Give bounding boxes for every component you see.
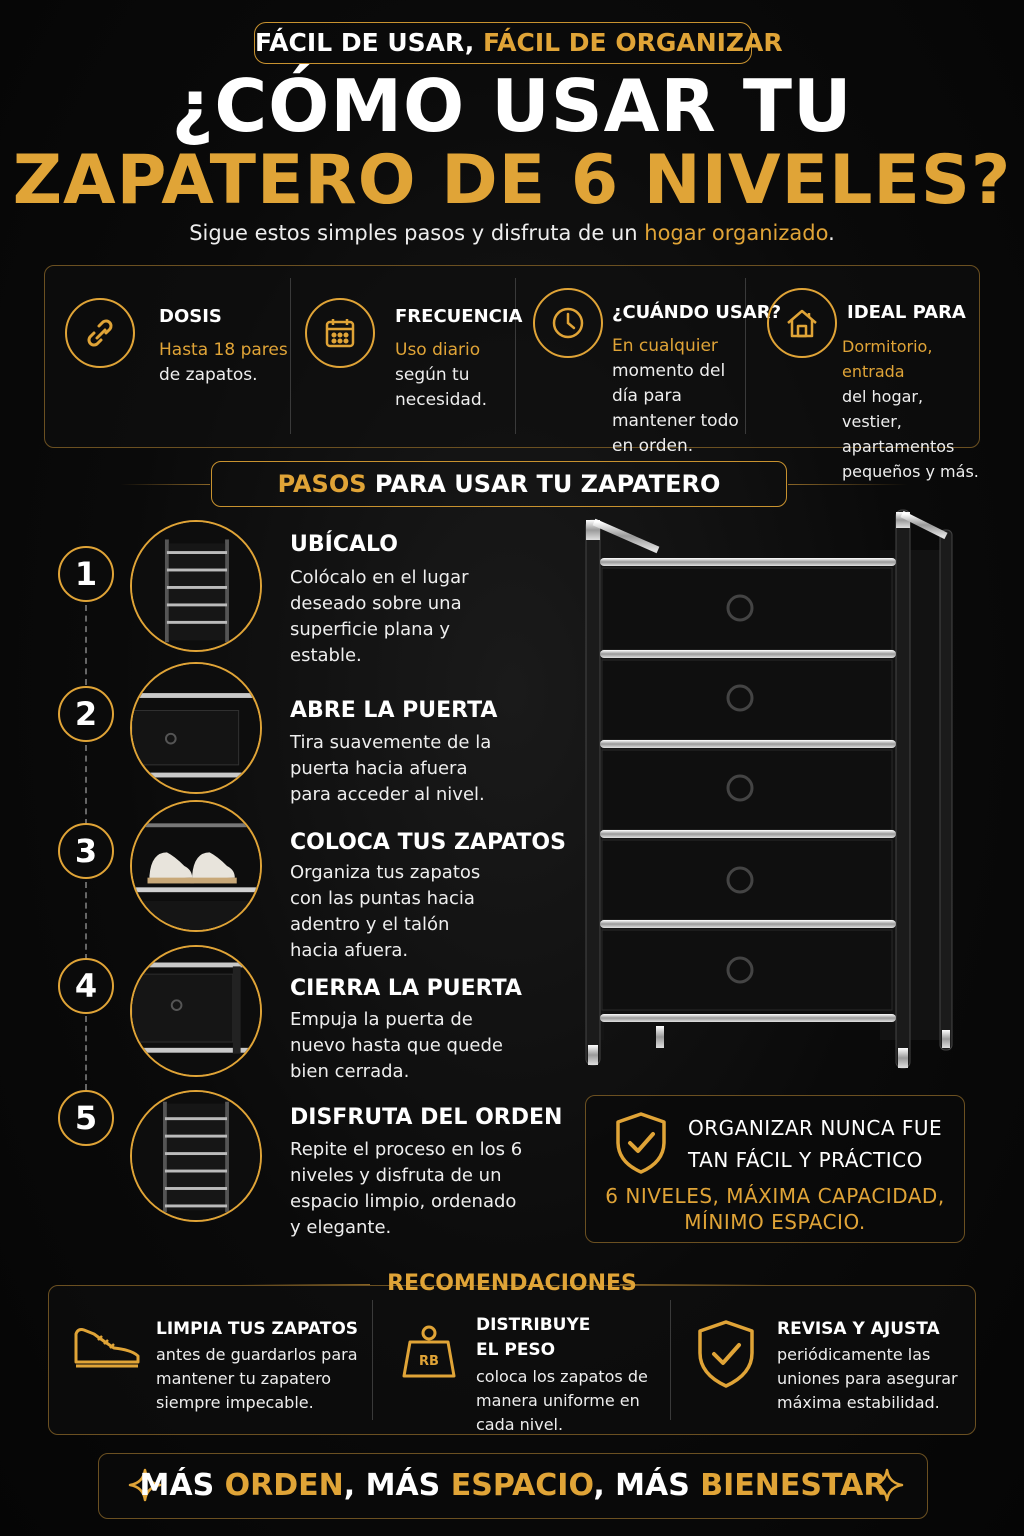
divider-line	[788, 484, 908, 485]
info-title-frecuencia: FRECUENCIA	[395, 306, 523, 327]
step-text: Tira suavemente de la puerta hacia afuer…	[290, 732, 492, 805]
step-title: COLOCA TUS ZAPATOS	[290, 830, 566, 855]
info-highlight: Hasta 18 pares	[159, 340, 288, 360]
step-number: 1	[58, 546, 114, 602]
info-text-ideal: Dormitorio, entrada del hogar, vestier, a…	[842, 334, 980, 484]
steps-header: PASOS PARA USAR TU ZAPATERO	[211, 461, 787, 507]
rec-text-check: periódicamente las uniones para asegurar…	[777, 1345, 958, 1412]
divider	[745, 278, 746, 434]
steps-header-gold: PASOS	[277, 470, 367, 498]
divider-line	[240, 1284, 370, 1285]
cta-line-4: MÍNIMO ESPACIO.	[684, 1210, 866, 1234]
shoe-icon	[74, 1328, 140, 1368]
tagline: FÁCIL DE USAR, FÁCIL DE ORGANIZAR	[254, 22, 783, 64]
info-text-dosis: Hasta 18 pares de zapatos.	[159, 338, 289, 388]
step-title: ABRE LA PUERTA	[290, 698, 498, 723]
info-title-ideal: IDEAL PARA	[847, 302, 966, 323]
info-text-frecuencia: Uso diario según tu necesidad.	[395, 338, 505, 413]
step-number: 4	[58, 958, 114, 1014]
subtitle: Sigue estos simples pasos y disfruta de …	[0, 219, 1024, 247]
home-icon	[767, 288, 837, 358]
subtitle-end: .	[828, 221, 835, 245]
footer-part: MÁS	[139, 1468, 225, 1503]
info-highlight: Dormitorio, entrada	[842, 337, 933, 381]
step-title: CIERRA LA PUERTA	[290, 976, 522, 1001]
step-text: Empuja la puerta de nuevo hasta que qued…	[290, 1009, 503, 1082]
info-title-cuando: ¿CUÁNDO USAR?	[612, 302, 782, 323]
footer-part: , MÁS	[343, 1468, 451, 1503]
info-highlight: Uso diario	[395, 340, 481, 360]
divider	[515, 278, 516, 434]
footer-part-gold: ESPACIO	[450, 1468, 594, 1503]
step-image-shoes	[130, 800, 262, 932]
info-body: momento del día para mantener todo en or…	[612, 361, 739, 456]
rec-title-clean: LIMPIA TUS ZAPATOS	[156, 1319, 359, 1339]
info-text-cuando: En cualquier momento del día para mantene…	[612, 334, 742, 459]
step-connector	[85, 882, 87, 960]
rec-title-weight-2: EL PESO	[476, 1340, 556, 1360]
tagline-gold: FÁCIL DE ORGANIZAR	[482, 28, 783, 57]
step-image-shelf	[130, 520, 262, 652]
divider	[372, 1300, 373, 1420]
recommendations-box	[48, 1285, 976, 1435]
calendar-icon	[305, 298, 375, 368]
divider-line	[620, 1284, 770, 1285]
step-number: 3	[58, 823, 114, 879]
info-highlight: En cualquier	[612, 336, 718, 356]
info-body: del hogar, vestier, apartamentos pequeño…	[842, 387, 979, 481]
step-connector	[85, 605, 87, 685]
footer-part: , MÁS	[593, 1468, 701, 1503]
cta-line-1: ORGANIZAR NUNCA FUE	[688, 1116, 943, 1140]
step-text: Colócalo en el lugar deseado sobre una s…	[290, 567, 469, 666]
info-title-dosis: DOSIS	[159, 306, 222, 327]
footer-part-gold: BIENESTAR	[700, 1468, 887, 1503]
weight-label: RB	[419, 1354, 439, 1369]
tagline-white: FÁCIL DE USAR,	[255, 28, 483, 57]
rec-text-clean: antes de guardarlos para mantener tu zap…	[156, 1345, 358, 1412]
step-number: 2	[58, 686, 114, 742]
subtitle-highlight: hogar organizado	[644, 221, 829, 245]
step-image-close-door	[130, 945, 262, 1077]
clock-icon	[533, 288, 603, 358]
step-title: UBÍCALO	[290, 532, 398, 557]
info-body: de zapatos.	[159, 365, 258, 385]
footer-box	[98, 1453, 928, 1519]
shield-check-icon	[616, 1112, 666, 1174]
step-image-open-door	[130, 662, 262, 794]
recommendations-title: RECOMENDACIONES	[387, 1271, 637, 1296]
divider-line	[120, 484, 210, 485]
info-body: según tu necesidad.	[395, 365, 488, 410]
step-number: 5	[58, 1090, 114, 1146]
shoe-rack-image	[580, 500, 960, 1090]
subtitle-text: Sigue estos simples pasos y disfruta de …	[189, 221, 645, 245]
divider	[290, 278, 291, 434]
divider	[670, 1300, 671, 1420]
step-connector	[85, 745, 87, 825]
step-text: Organiza tus zapatos con las puntas haci…	[290, 862, 481, 961]
steps-header-white: PARA USAR TU ZAPATERO	[366, 470, 721, 498]
info-box: DOSIS Hasta 18 pares de zapatos. FRECUENC…	[44, 265, 980, 481]
shield-check-icon	[698, 1320, 754, 1388]
weight-icon: RB	[402, 1325, 456, 1378]
footer-slogan: MÁS ORDEN, MÁS ESPACIO, MÁS BIENESTAR	[98, 1453, 928, 1519]
step-connector	[85, 1016, 87, 1090]
step-title: DISFRUTA DEL ORDEN	[290, 1105, 563, 1130]
sparkle-icon	[128, 1468, 162, 1502]
footer-part-gold: ORDEN	[224, 1468, 344, 1503]
cta-line-2: TAN FÁCIL Y PRÁCTICO	[688, 1148, 923, 1172]
step-image-shelf-full	[130, 1090, 262, 1222]
title-line-1: ¿CÓMO USAR TU	[171, 64, 853, 148]
link-icon	[65, 298, 135, 368]
cta-line-3: 6 NIVELES, MÁXIMA CAPACIDAD,	[605, 1184, 945, 1208]
rec-title-check: REVISA Y AJUSTA	[777, 1319, 940, 1339]
rec-title-weight-1: DISTRIBUYE	[476, 1315, 591, 1335]
step-text: Repite el proceso en los 6 niveles y dis…	[290, 1139, 523, 1238]
sparkle-icon	[870, 1468, 904, 1502]
title-line-2: ZAPATERO DE 6 NIVELES?	[12, 141, 1012, 220]
rec-text-weight: coloca los zapatos de manera uniforme en…	[476, 1367, 648, 1434]
